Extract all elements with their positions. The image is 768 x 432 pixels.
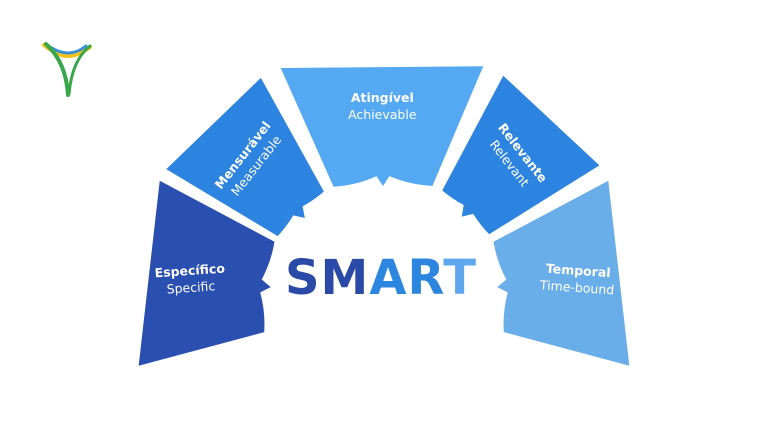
segment-shape-relevante — [442, 75, 600, 235]
segment-subtitle-especifico: Specific — [166, 278, 216, 296]
segment-shape-especifico — [138, 180, 275, 366]
smart-letter: A — [369, 250, 407, 306]
segment-title-atingivel: Atingível — [351, 90, 414, 105]
segment-subtitle-temporal: Time-bound — [538, 277, 614, 297]
segment-shape-mensuravel — [166, 77, 324, 237]
smart-letter: M — [321, 250, 370, 306]
brand-logo-icon — [42, 42, 92, 97]
smart-letter: R — [407, 250, 443, 306]
segment-shape-atingivel — [280, 66, 484, 187]
smart-letter: T — [443, 250, 477, 306]
segment-title-temporal: Temporal — [545, 261, 611, 280]
segment-subtitle-atingivel: Achievable — [348, 107, 417, 122]
segment-shape-temporal — [493, 180, 630, 366]
svg-text:SMART: SMART — [285, 250, 477, 306]
smart-letter: S — [285, 250, 321, 306]
segment-title-especifico: Específico — [154, 260, 226, 280]
smart-title: SMART — [285, 250, 477, 306]
